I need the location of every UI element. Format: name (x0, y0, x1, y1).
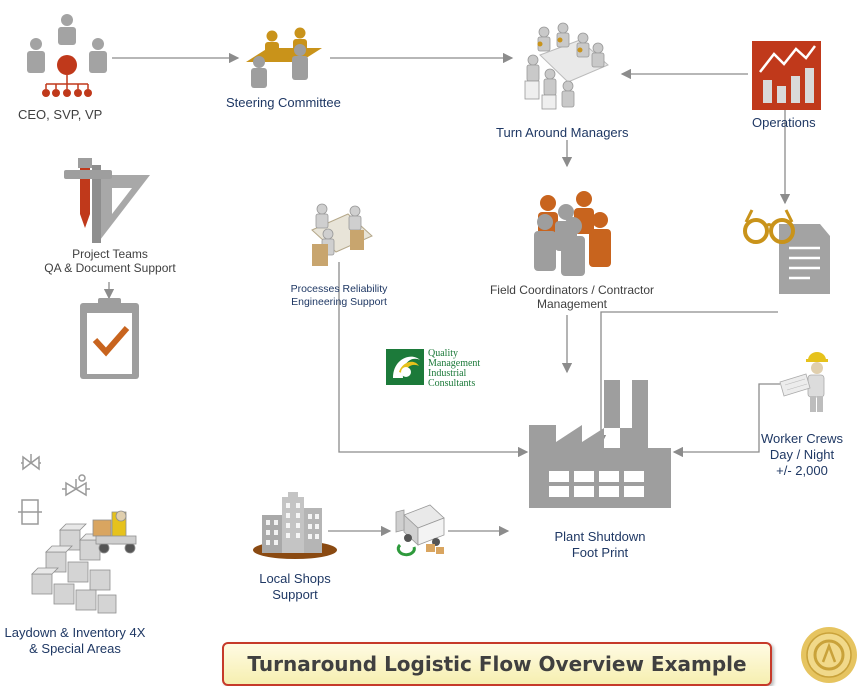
certification-seal-icon (801, 627, 857, 683)
processes-reliability-label: Processes Reliability Engineering Suppor… (284, 283, 394, 309)
company-logo-mark (386, 349, 424, 385)
operations-chart-icon (752, 41, 821, 110)
field-line1: Field Coordinators / Contractor (489, 283, 655, 297)
project-teams-line2: QA & Document Support (44, 261, 176, 275)
banner-title: Turnaround Logistic Flow Overview Exampl… (247, 652, 747, 676)
inventory-crates-icon (31, 510, 137, 614)
arrow-process-to-plant (338, 262, 529, 458)
steering-committee-label: Steering Committee (226, 95, 341, 110)
shops-line1: Local Shops (259, 571, 331, 586)
arrow-worker-to-plant (672, 383, 780, 458)
connectors (103, 52, 791, 537)
valve-icons (18, 454, 90, 525)
processes-line1: Processes Reliability (290, 283, 388, 295)
operations-label: Operations (752, 115, 816, 130)
worker-line3: +/- 2,000 (776, 463, 828, 478)
meeting-table-icon (246, 27, 322, 88)
design-tools-icon (64, 158, 150, 243)
qa-checklist-icon (80, 298, 139, 379)
arrow-docs-to-plant (595, 311, 778, 446)
logo-line1: Quality (428, 348, 458, 359)
field-coordinators-label: Field Coordinators / Contractor Manageme… (484, 283, 660, 311)
managers-meeting-icon (524, 22, 609, 110)
laydown-line2: & Special Areas (29, 641, 121, 656)
ceo-label: CEO, SVP, VP (18, 107, 103, 122)
plant-line2: Foot Print (571, 545, 629, 560)
laydown-line1: Laydown & Inventory 4X (4, 625, 146, 640)
turn-around-managers-label: Turn Around Managers (496, 125, 629, 140)
worker-crews-label: Worker Crews Day / Night +/- 2,000 (750, 431, 854, 479)
project-teams-line1: Project Teams (72, 247, 148, 261)
logo-line2: Management (428, 358, 481, 369)
worker-blueprint-icon (779, 352, 828, 412)
delivery-truck-icon (395, 504, 445, 557)
plant-line1: Plant Shutdown (554, 529, 646, 544)
factory-icon (529, 380, 671, 508)
logo-line4: Consultants (428, 378, 476, 389)
contractor-team-icon (534, 191, 611, 276)
plant-shutdown-label: Plant Shutdown Foot Print (540, 529, 660, 561)
company-logo-text: Quality Management Industrial Consultant… (428, 349, 480, 389)
executive-org-icon (27, 14, 107, 97)
worker-line2: Day / Night (769, 447, 835, 462)
worker-line1: Worker Crews (760, 431, 844, 446)
shops-line2: Support (272, 587, 318, 602)
laydown-inventory-label: Laydown & Inventory 4X & Special Areas (0, 625, 150, 657)
city-buildings-icon (253, 492, 337, 559)
logo-line3: Industrial (428, 368, 467, 379)
title-banner: Turnaround Logistic Flow Overview Exampl… (222, 642, 772, 686)
processes-line2: Engineering Support (291, 296, 387, 308)
project-teams-label: Project Teams QA & Document Support (30, 247, 190, 275)
field-line2: Management (536, 297, 608, 311)
local-shops-label: Local Shops Support (245, 571, 345, 603)
inspection-document-icon (743, 209, 830, 294)
engineering-team-icon (311, 203, 373, 266)
